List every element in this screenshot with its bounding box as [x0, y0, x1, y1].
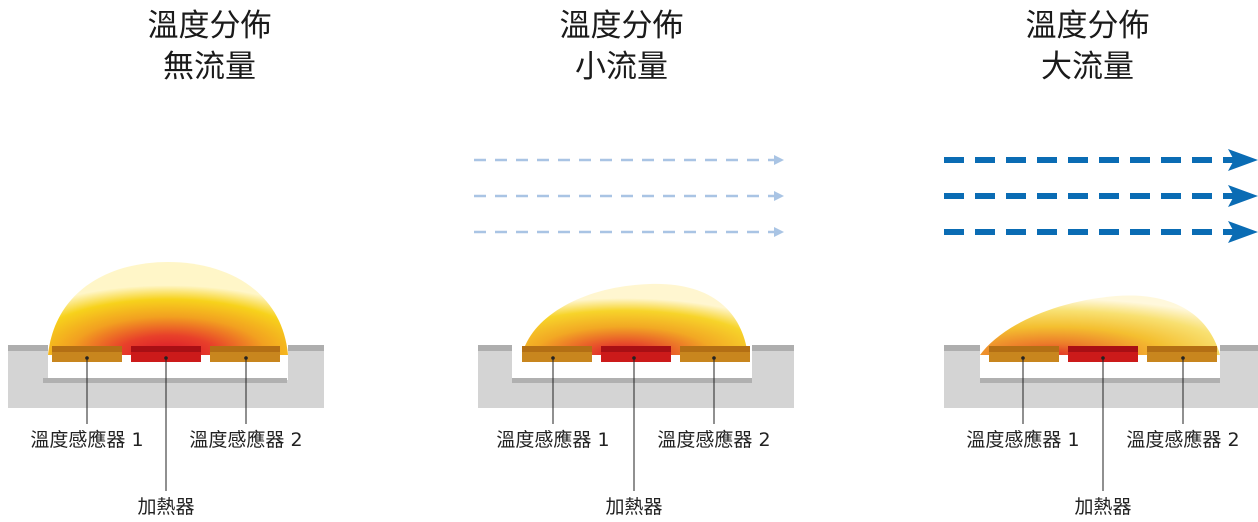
heat-distribution [980, 295, 1220, 355]
sensor-diagram: 溫度感應器 1 溫度感應器 2 加熱器 [474, 155, 794, 518]
panel-small-flow: 溫度分佈 小流量 溫度感應器 1 溫度感應器 2 加熱器 [470, 0, 889, 522]
sensor-1-label: 溫度感應器 1 [496, 428, 609, 451]
substrate-top-left [944, 345, 980, 351]
sensor-diagram: 溫度感應器 1 溫度感應器 2 加熱器 [944, 149, 1258, 518]
title-line-2: 無流量 [163, 49, 256, 85]
panel-title: 溫度分佈 小流量 [412, 6, 831, 88]
panel-title: 溫度分佈 無流量 [0, 6, 419, 88]
title-line-1: 溫度分佈 [559, 8, 684, 44]
membrane [980, 378, 1220, 383]
membrane [512, 378, 752, 383]
title-line-1: 溫度分佈 [147, 8, 272, 44]
title-line-1: 溫度分佈 [1025, 8, 1150, 44]
heater-label: 加熱器 [137, 496, 194, 518]
heater-label: 加熱器 [605, 496, 662, 518]
sensor-2-label: 溫度感應器 2 [189, 428, 302, 451]
heater-label: 加熱器 [1074, 496, 1131, 518]
membrane [43, 378, 287, 383]
title-line-2: 小流量 [575, 49, 668, 85]
substrate-top-left [8, 345, 48, 351]
substrate [478, 345, 794, 408]
title-line-2: 大流量 [1041, 49, 1134, 85]
flow-arrows-small [474, 155, 784, 237]
panel-large-flow: 溫度分佈 大流量 溫度感應器 1 溫度感應器 2 [938, 0, 1258, 522]
heat-distribution [522, 283, 748, 355]
sensor-1-label: 溫度感應器 1 [30, 428, 143, 451]
substrate-top-left [478, 345, 512, 351]
panel-title: 溫度分佈 大流量 [878, 6, 1258, 88]
sensor-2-label: 溫度感應器 2 [657, 428, 770, 451]
sensor-2-label: 溫度感應器 2 [1126, 428, 1239, 451]
sensor-diagram: 溫度感應器 1 溫度感應器 2 加熱器 [8, 262, 324, 518]
heat-distribution [48, 262, 288, 355]
substrate-top-right [1220, 345, 1258, 351]
flow-arrows-large [944, 149, 1258, 243]
substrate-top-right [752, 345, 794, 351]
sensor-1-label: 溫度感應器 1 [966, 428, 1079, 451]
substrate-top-right [288, 345, 324, 351]
panel-no-flow: 溫度分佈 無流量 溫度感應器 1 溫度感應器 2 加熱器 [0, 0, 419, 522]
